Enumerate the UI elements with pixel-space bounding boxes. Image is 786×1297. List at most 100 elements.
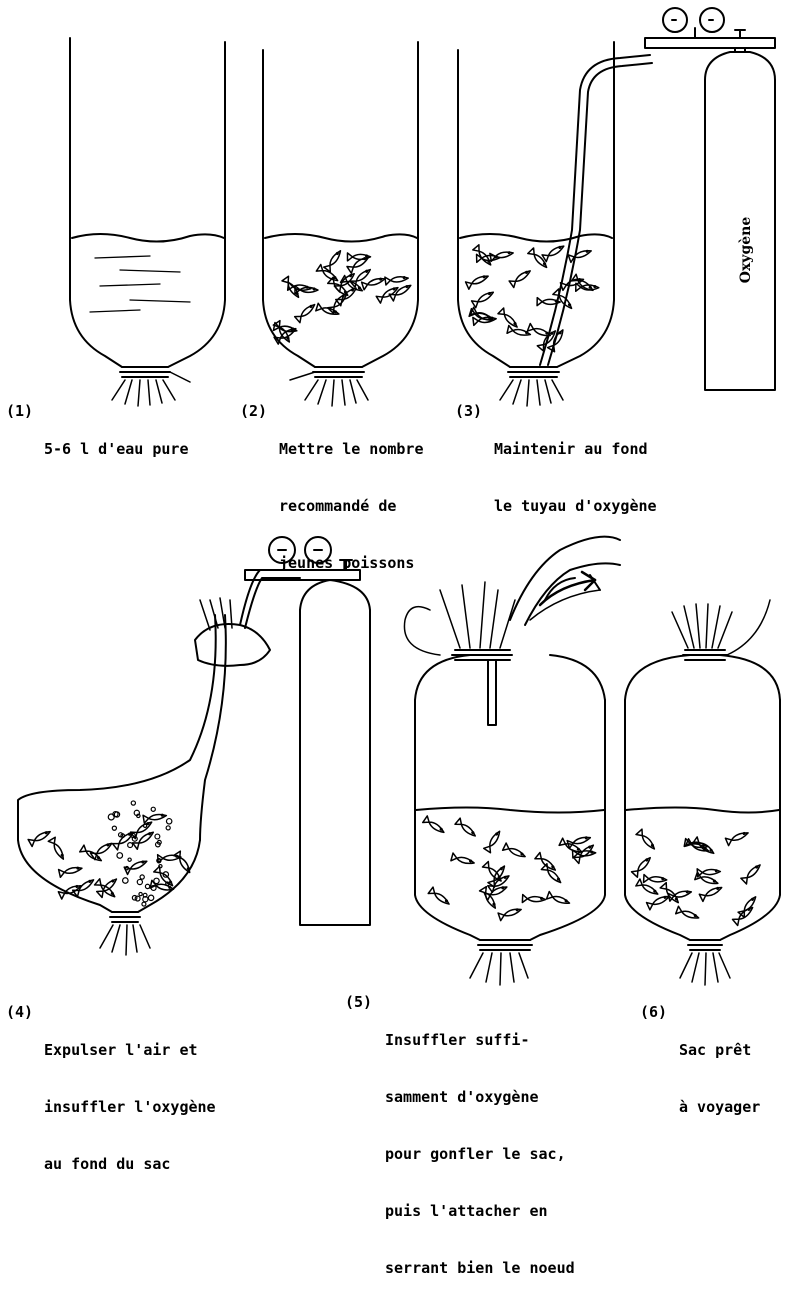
step-4-number: (4) bbox=[6, 1003, 33, 1022]
bag-2 bbox=[263, 42, 418, 406]
fish-icon bbox=[59, 864, 83, 877]
step-4-caption: Expulser l'air et insuffler l'oxygène au… bbox=[44, 1003, 216, 1193]
fish-icon bbox=[385, 274, 409, 285]
oxygen-cylinder: Oxygène bbox=[645, 8, 775, 390]
fish-group-5 bbox=[423, 816, 596, 921]
fish-icon bbox=[576, 283, 599, 291]
fish-group-3 bbox=[466, 243, 599, 352]
step-2-number: (2) bbox=[240, 402, 267, 421]
bubble bbox=[112, 826, 116, 830]
fish-icon bbox=[725, 829, 749, 845]
step-5-line-3: pour gonfler le sac, bbox=[385, 1145, 575, 1164]
bubble bbox=[145, 884, 149, 888]
cylinder-label: Oxygène bbox=[738, 217, 754, 284]
bubble bbox=[148, 895, 153, 900]
step-3-caption: Maintenir au fond le tuyau d'oxygène bbox=[494, 402, 657, 535]
fish-group-6 bbox=[632, 829, 763, 925]
fish-icon bbox=[28, 828, 52, 846]
fish-icon bbox=[741, 862, 763, 884]
step-6-caption: Sac prêt à voyager bbox=[679, 1003, 760, 1136]
step-5-number: (5) bbox=[345, 993, 372, 1012]
step-3-line-2: le tuyau d'oxygène bbox=[494, 497, 657, 516]
fish-icon bbox=[522, 895, 545, 904]
bubble bbox=[155, 834, 160, 839]
bubble bbox=[131, 801, 135, 805]
step-2-line-2: recommandé de bbox=[279, 497, 424, 516]
bag-1 bbox=[70, 38, 225, 406]
fish-icon bbox=[48, 837, 67, 861]
step-1-number: (1) bbox=[6, 402, 33, 421]
fish-icon bbox=[316, 264, 340, 283]
fish-icon bbox=[644, 875, 667, 884]
fish-icon bbox=[528, 248, 550, 270]
fish-icon bbox=[507, 326, 531, 339]
bubble bbox=[166, 819, 171, 824]
bubble bbox=[123, 878, 129, 884]
fish-icon bbox=[389, 282, 413, 301]
fish-icon bbox=[484, 829, 503, 853]
step-6-line-2: à voyager bbox=[679, 1098, 760, 1117]
step-1-caption: 5-6 l d'eau pure bbox=[44, 402, 189, 478]
step-2-line-1: Mettre le nombre bbox=[279, 440, 424, 459]
fish-icon bbox=[509, 268, 532, 288]
fish-icon bbox=[316, 303, 340, 318]
step-4-line-3: au fond du sac bbox=[44, 1155, 216, 1174]
hand-4 bbox=[195, 624, 270, 666]
bubble bbox=[117, 853, 123, 859]
fish-icon bbox=[174, 851, 193, 875]
step-3-number: (3) bbox=[455, 402, 482, 421]
fish-icon bbox=[697, 868, 720, 877]
fish-icon bbox=[503, 843, 527, 860]
step-4-line-2: insuffler l'oxygène bbox=[44, 1098, 216, 1117]
bubble bbox=[135, 896, 140, 901]
fish-icon bbox=[668, 888, 692, 901]
step-2-caption: Mettre le nombre recommandé de jeunes po… bbox=[279, 402, 424, 592]
fish-icon bbox=[699, 884, 723, 901]
fish-icon bbox=[542, 243, 566, 262]
fish-icon bbox=[295, 302, 318, 323]
fish-icon bbox=[567, 834, 591, 848]
fish-icon bbox=[143, 812, 167, 824]
fish-icon bbox=[455, 818, 478, 839]
bag-4 bbox=[18, 537, 370, 955]
step-5-line-2: samment d'oxygène bbox=[385, 1088, 575, 1107]
fish-group-2 bbox=[273, 248, 413, 344]
fish-icon bbox=[498, 906, 522, 921]
step-3-line-1: Maintenir au fond bbox=[494, 440, 657, 459]
step-2-line-3: jeunes poissons bbox=[279, 554, 424, 573]
step-5-line-5: serrant bien le noeud bbox=[385, 1259, 575, 1278]
bubble bbox=[137, 879, 142, 884]
step-4-line-1: Expulser l'air et bbox=[44, 1041, 216, 1060]
hand-5 bbox=[510, 537, 620, 620]
bag-5 bbox=[404, 537, 620, 985]
fish-icon bbox=[676, 906, 700, 921]
step-6-line-1: Sac prêt bbox=[679, 1041, 760, 1060]
bubble bbox=[154, 878, 159, 883]
bubble bbox=[166, 826, 170, 830]
fish-icon bbox=[428, 887, 451, 907]
bubble bbox=[159, 865, 162, 868]
fish-icon bbox=[647, 893, 671, 910]
bubble bbox=[139, 892, 142, 895]
fish-icon bbox=[451, 853, 475, 867]
fish-icon bbox=[423, 816, 446, 836]
bubble bbox=[143, 824, 146, 827]
fish-icon bbox=[90, 840, 114, 860]
bubble bbox=[137, 814, 140, 817]
fish-icon bbox=[466, 272, 490, 289]
bubble bbox=[140, 875, 144, 879]
step-5-line-1: Insuffler suffi- bbox=[385, 1031, 575, 1050]
fish-icon bbox=[547, 892, 571, 907]
step-1-line-1: 5-6 l d'eau pure bbox=[44, 440, 189, 459]
bubble bbox=[143, 893, 147, 897]
bubble bbox=[142, 902, 146, 906]
bag-6 bbox=[625, 600, 780, 985]
step-6-number: (6) bbox=[640, 1003, 667, 1022]
fish-icon bbox=[472, 289, 496, 308]
bag-3 bbox=[458, 42, 652, 406]
fish-icon bbox=[632, 855, 654, 877]
bubble bbox=[128, 858, 131, 861]
fish-group-4 bbox=[28, 812, 193, 900]
bubble bbox=[151, 807, 155, 811]
bubble bbox=[128, 843, 133, 848]
